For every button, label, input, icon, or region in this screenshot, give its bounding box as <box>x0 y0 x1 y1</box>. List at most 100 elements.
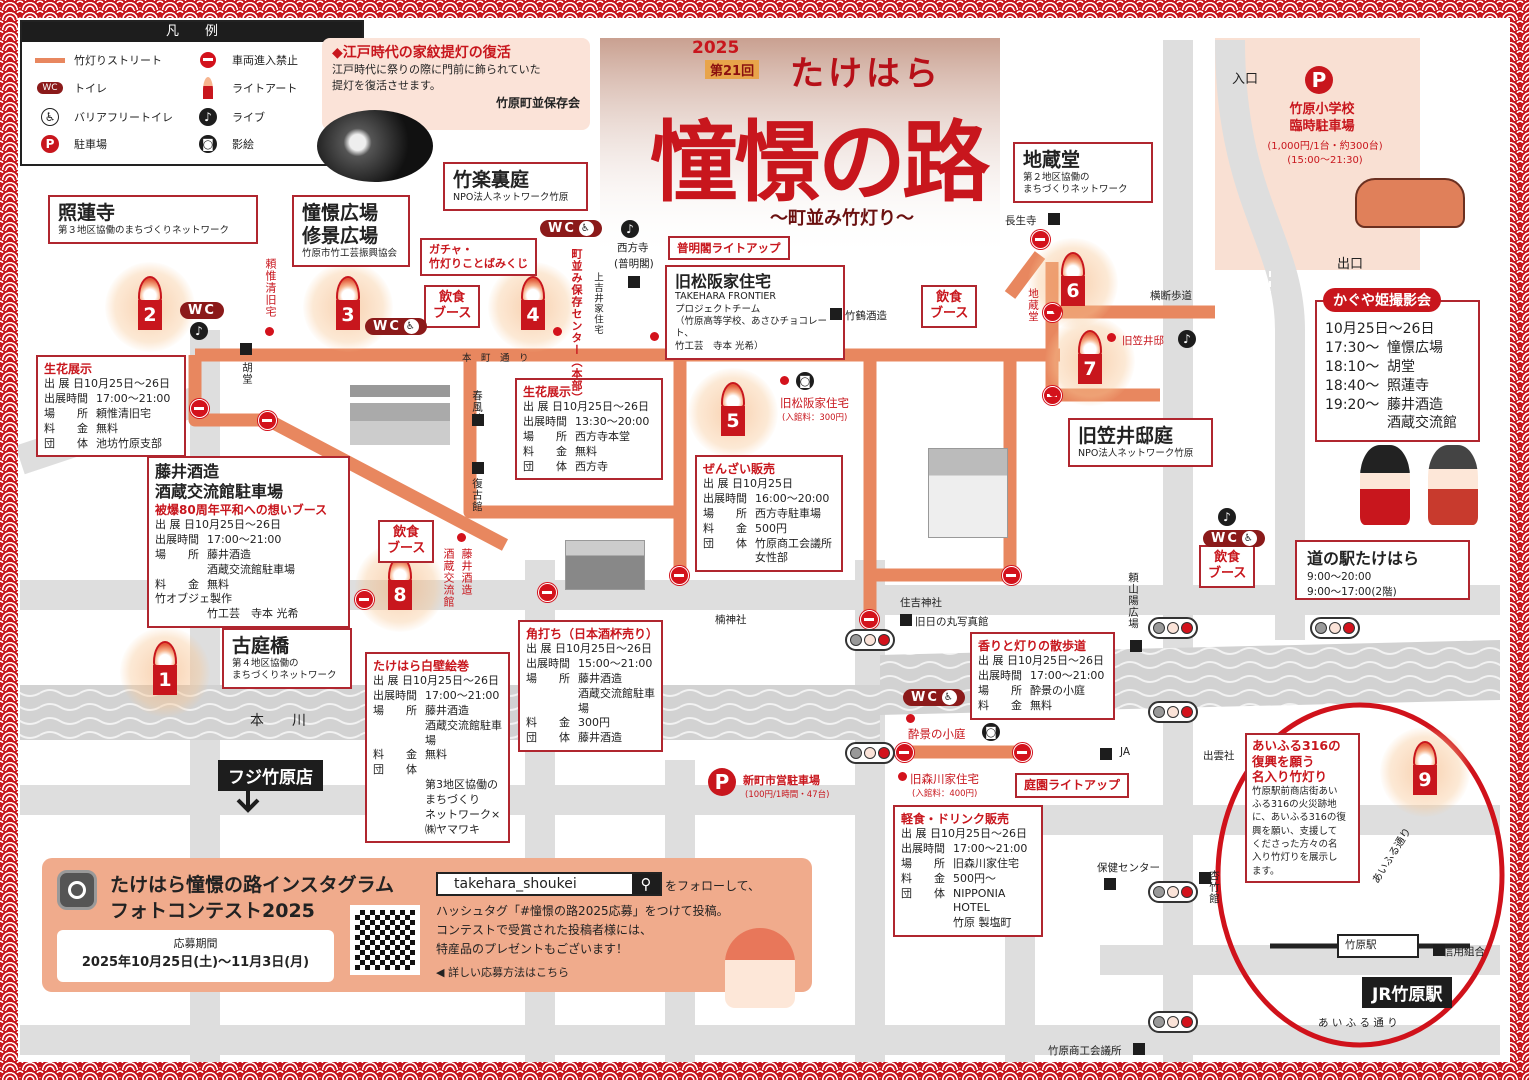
wheelchair-icon: ♿ <box>578 221 594 236</box>
music-note-icon: ♪ <box>621 220 639 238</box>
signal-light <box>1153 622 1165 634</box>
event-row-value: 10月25日～26日 <box>563 400 649 414</box>
event-row: 団 体西方寺 <box>523 460 655 475</box>
kaguya-title: かぐや姫撮影会 <box>1323 288 1441 312</box>
kaguya-time: 17:30～ <box>1325 339 1380 356</box>
event-row-label: 料 金 <box>901 871 945 885</box>
event-row-label: 料 金 <box>155 577 199 591</box>
music-note-icon: ♪ <box>1178 330 1196 348</box>
site-name: 旧松阪家住宅 <box>675 272 772 291</box>
wc-icon: WC <box>548 221 576 236</box>
event-row-label: 料 金 <box>978 698 1022 712</box>
insta-subtitle: フォトコンテスト2025 <box>110 900 315 922</box>
insta-period-box: 応募期間 2025年10月25日(土)～11月3日(月) <box>57 930 334 982</box>
wheelchair-icon: ♿ <box>941 690 957 705</box>
site-name: 照蓮寺 <box>58 202 116 224</box>
site-organizer: 第３地区協働のまちづくりネットワーク <box>58 224 230 236</box>
event-row-label: 場 所 <box>44 406 88 420</box>
site-callout[interactable]: 憧憬広場 修景広場竹原市竹工芸振興協会 <box>292 195 410 267</box>
qr-code[interactable] <box>350 905 420 975</box>
insta-follow-text: をフォローして、 <box>665 879 761 893</box>
legend-item: ライトアート <box>192 77 350 99</box>
event-row-label: 場 所 <box>155 547 199 561</box>
event-row-label: 出 展 日 <box>901 827 941 841</box>
event-title: 生花展示 <box>44 362 93 376</box>
light-art-lantern-9[interactable]: 9 <box>1380 727 1470 817</box>
event-row-label: 出展時間 <box>155 533 199 547</box>
light-art-lantern-3[interactable]: 3 <box>303 262 393 352</box>
event-row-value: 17:00～21:00 <box>953 842 1028 856</box>
event-row: 竹オブジェ製作 <box>155 592 342 607</box>
light-art-lantern-4[interactable]: 4 <box>488 262 578 352</box>
event-row-label: 料 金 <box>526 716 570 730</box>
kaguya-princess-illustration <box>1360 445 1410 525</box>
signal-light <box>850 634 862 646</box>
michinoeki-box: 道の駅たけはら 9:00～20:00 9:00～17:00(2階) <box>1295 540 1470 600</box>
insta-details-link[interactable]: ◀ 詳しい応募方法はこちら <box>436 966 569 979</box>
wheelchair-icon: ♿ <box>1241 531 1257 546</box>
label-kusunoki: 楠神社 <box>715 614 747 626</box>
site-callout[interactable]: 古庭橋第４地区協働の まちづくりネットワーク <box>222 628 352 690</box>
signal-light <box>850 747 862 759</box>
event-row-label: 竹オブジェ製作 <box>155 592 232 606</box>
event-row-value: 竹原商工会議所 女性部 <box>755 536 832 565</box>
legend-item-label: バリアフリートイレ <box>74 111 173 124</box>
wc-badge: WC♿ <box>365 318 427 335</box>
lantern-number: 3 <box>336 300 360 330</box>
event-row-label: 団 体 <box>523 459 567 473</box>
site-organizer: 第２地区協働の まちづくりネットワーク <box>1023 171 1128 196</box>
shinmachi-parking-fee: (100円/1時間・47台) <box>745 790 830 800</box>
legend-item-label: 影絵 <box>232 138 254 151</box>
label-gacha: ガチャ・ 竹灯りことばみくじ <box>420 238 537 276</box>
label-hoken: 保健センター <box>1097 862 1160 874</box>
light-art-lantern-6[interactable]: 6 <box>1028 238 1118 328</box>
site-callout[interactable]: 地蔵堂第２地区協働の まちづくりネットワーク <box>1013 142 1153 204</box>
search-icon[interactable]: ⚲ <box>632 874 660 894</box>
wc-icon: WC <box>373 319 401 334</box>
signal-light <box>1181 886 1193 898</box>
wc-icon: WC <box>911 690 939 705</box>
site-name: 古庭橋 <box>232 635 290 657</box>
qr-code-pattern <box>355 910 415 970</box>
label-izumo: 出雲社 <box>1203 750 1235 762</box>
light-art-lantern-1[interactable]: 1 <box>120 627 210 717</box>
building-marker <box>1100 748 1112 760</box>
instagram-icon[interactable] <box>57 870 97 910</box>
event-row-value: NIPPONIA HOTEL 竹原 製塩町 <box>953 886 1012 930</box>
event-row-value: 酔景の小庭 <box>1030 683 1085 697</box>
event-row-label: 団 体 <box>44 436 88 450</box>
lantern-number: 5 <box>721 406 745 436</box>
temple-illustration <box>350 385 450 445</box>
instagram-search-field[interactable]: takehara_shoukei ⚲ <box>436 872 662 896</box>
label-raiikisei: 頼惟清旧宅 <box>264 258 277 318</box>
no-entry-sign <box>1013 743 1032 762</box>
label-kamiyoshii: 上吉井家住宅 <box>592 272 603 335</box>
legend-item: 竹灯りストリート <box>34 52 192 68</box>
light-art-lantern-5[interactable]: 5 <box>688 368 778 458</box>
event-row-value: 頼惟清旧宅 <box>96 406 151 420</box>
label-aifuru_st: あ い ふ る 通 り <box>1318 1017 1398 1029</box>
event-row-label: 出 展 日 <box>523 400 563 414</box>
event-title: 香りと灯りの散歩道 <box>978 639 1087 653</box>
venue-dot <box>457 533 466 542</box>
insta-handle: takehara_shoukei <box>454 876 577 892</box>
site-name: 竹楽裏庭 <box>453 169 530 191</box>
event-row-label: 出 展 日 <box>526 642 566 656</box>
legend-item: ♪ライブ <box>192 108 350 126</box>
no-entry-sign <box>258 411 277 430</box>
food-booth-label: 飲食 ブース <box>378 520 435 563</box>
edo-org: 竹原町並保存会 <box>495 95 580 110</box>
wc-badge: WC <box>180 302 224 319</box>
camera-icon: ◙ <box>982 723 1000 741</box>
site-callout[interactable]: 照蓮寺第３地区協働のまちづくりネットワーク <box>48 195 258 245</box>
event-row-value: 17:00～21:00 <box>207 533 282 547</box>
music-note-icon: ♪ <box>1218 508 1236 526</box>
insta-period: 2025年10月25日(土)～11月3日(月) <box>81 955 310 970</box>
